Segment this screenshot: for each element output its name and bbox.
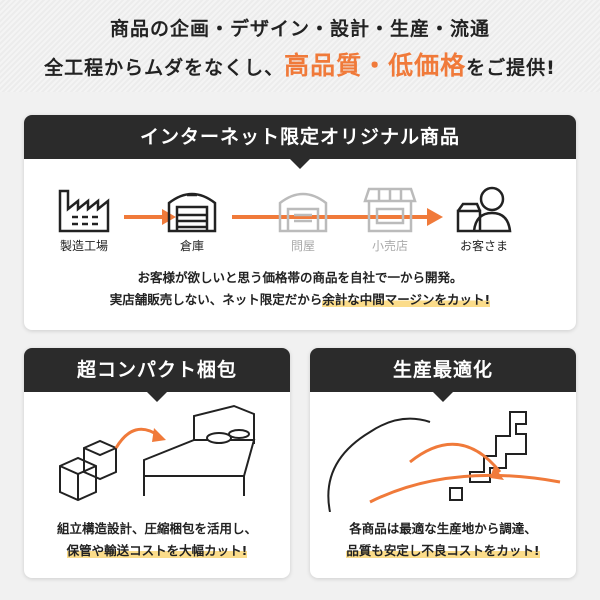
packing-desc-line1: 組立構造設計、圧縮梱包を活用し、 [56, 521, 257, 536]
online-title: インターネット限定オリジナル商品 [24, 115, 576, 169]
online-description: お客様が欲しいと思う価格帯の商品を自社で一から開発。 実店舗販売しない、ネット限… [24, 267, 576, 311]
headline-pre: 全工程からムダをなくし、 [44, 57, 285, 79]
step-warehouse: 倉庫 [152, 185, 232, 254]
production-title: 生産最適化 [310, 348, 576, 402]
packing-description: 組立構造設計、圧縮梱包を活用し、 保管や輸送コストを大幅カット! [24, 518, 290, 562]
step-store: 小売店 [350, 185, 430, 254]
online-card: インターネット限定オリジナル商品 製造工場 倉庫 問屋 小売店 お客さま お客様… [24, 115, 576, 330]
step-label: 製造工場 [59, 239, 108, 253]
step-wholesaler: 問屋 [263, 185, 343, 254]
headline-banner: 商品の企画・デザイン・設計・生産・流通 全工程からムダをなくし、高品質・低価格を… [0, 0, 600, 92]
online-desc2-highlight: 余計な中間マージンをカット! [322, 292, 491, 307]
step-label: お客さま [459, 239, 508, 253]
step-factory: 製造工場 [44, 185, 124, 254]
production-desc-line2: 品質も安定し不良コストをカット! [346, 543, 540, 558]
customer-icon [456, 186, 512, 233]
packing-title: 超コンパクト梱包 [24, 348, 290, 402]
headline-post: をご提供! [466, 57, 556, 79]
warehouse-icon [167, 192, 217, 233]
map-illustration [327, 411, 561, 512]
store-icon [363, 187, 417, 233]
bed-boxes-illustration [59, 404, 256, 502]
online-desc-line1: お客様が欲しいと思う価格帯の商品を自社で一から開発。 [137, 270, 463, 285]
step-label: 倉庫 [179, 239, 204, 253]
headline-highlight: 高品質・低価格 [284, 51, 467, 80]
online-desc2-pre: 実店舗販売しない、ネット限定だから [109, 292, 323, 307]
packing-card: 超コンパクト梱包 組立構造設計、圧縮梱包を活用し、 保管や輸送コストを大幅カット… [24, 348, 290, 578]
factory-icon [58, 189, 110, 233]
packing-desc-line2: 保管や輸送コストを大幅カット! [66, 543, 248, 558]
production-desc-line1: 各商品は最適な生産地から調達、 [349, 521, 537, 536]
step-label: 小売店 [371, 239, 408, 253]
wholesaler-icon [278, 192, 328, 233]
online-desc-line2: 実店舗販売しない、ネット限定だから余計な中間マージンをカット! [24, 289, 576, 311]
production-card: 生産最適化 各商品は最適な生産地から調達、 品質も安定し不良コストをカット! [310, 348, 576, 578]
step-customer: お客さま [444, 185, 524, 254]
step-label: 問屋 [290, 239, 315, 253]
production-description: 各商品は最適な生産地から調達、 品質も安定し不良コストをカット! [310, 518, 576, 562]
headline-line1: 商品の企画・デザイン・設計・生産・流通 [109, 18, 490, 40]
headline-line2: 全工程からムダをなくし、高品質・低価格をご提供! [0, 46, 600, 82]
